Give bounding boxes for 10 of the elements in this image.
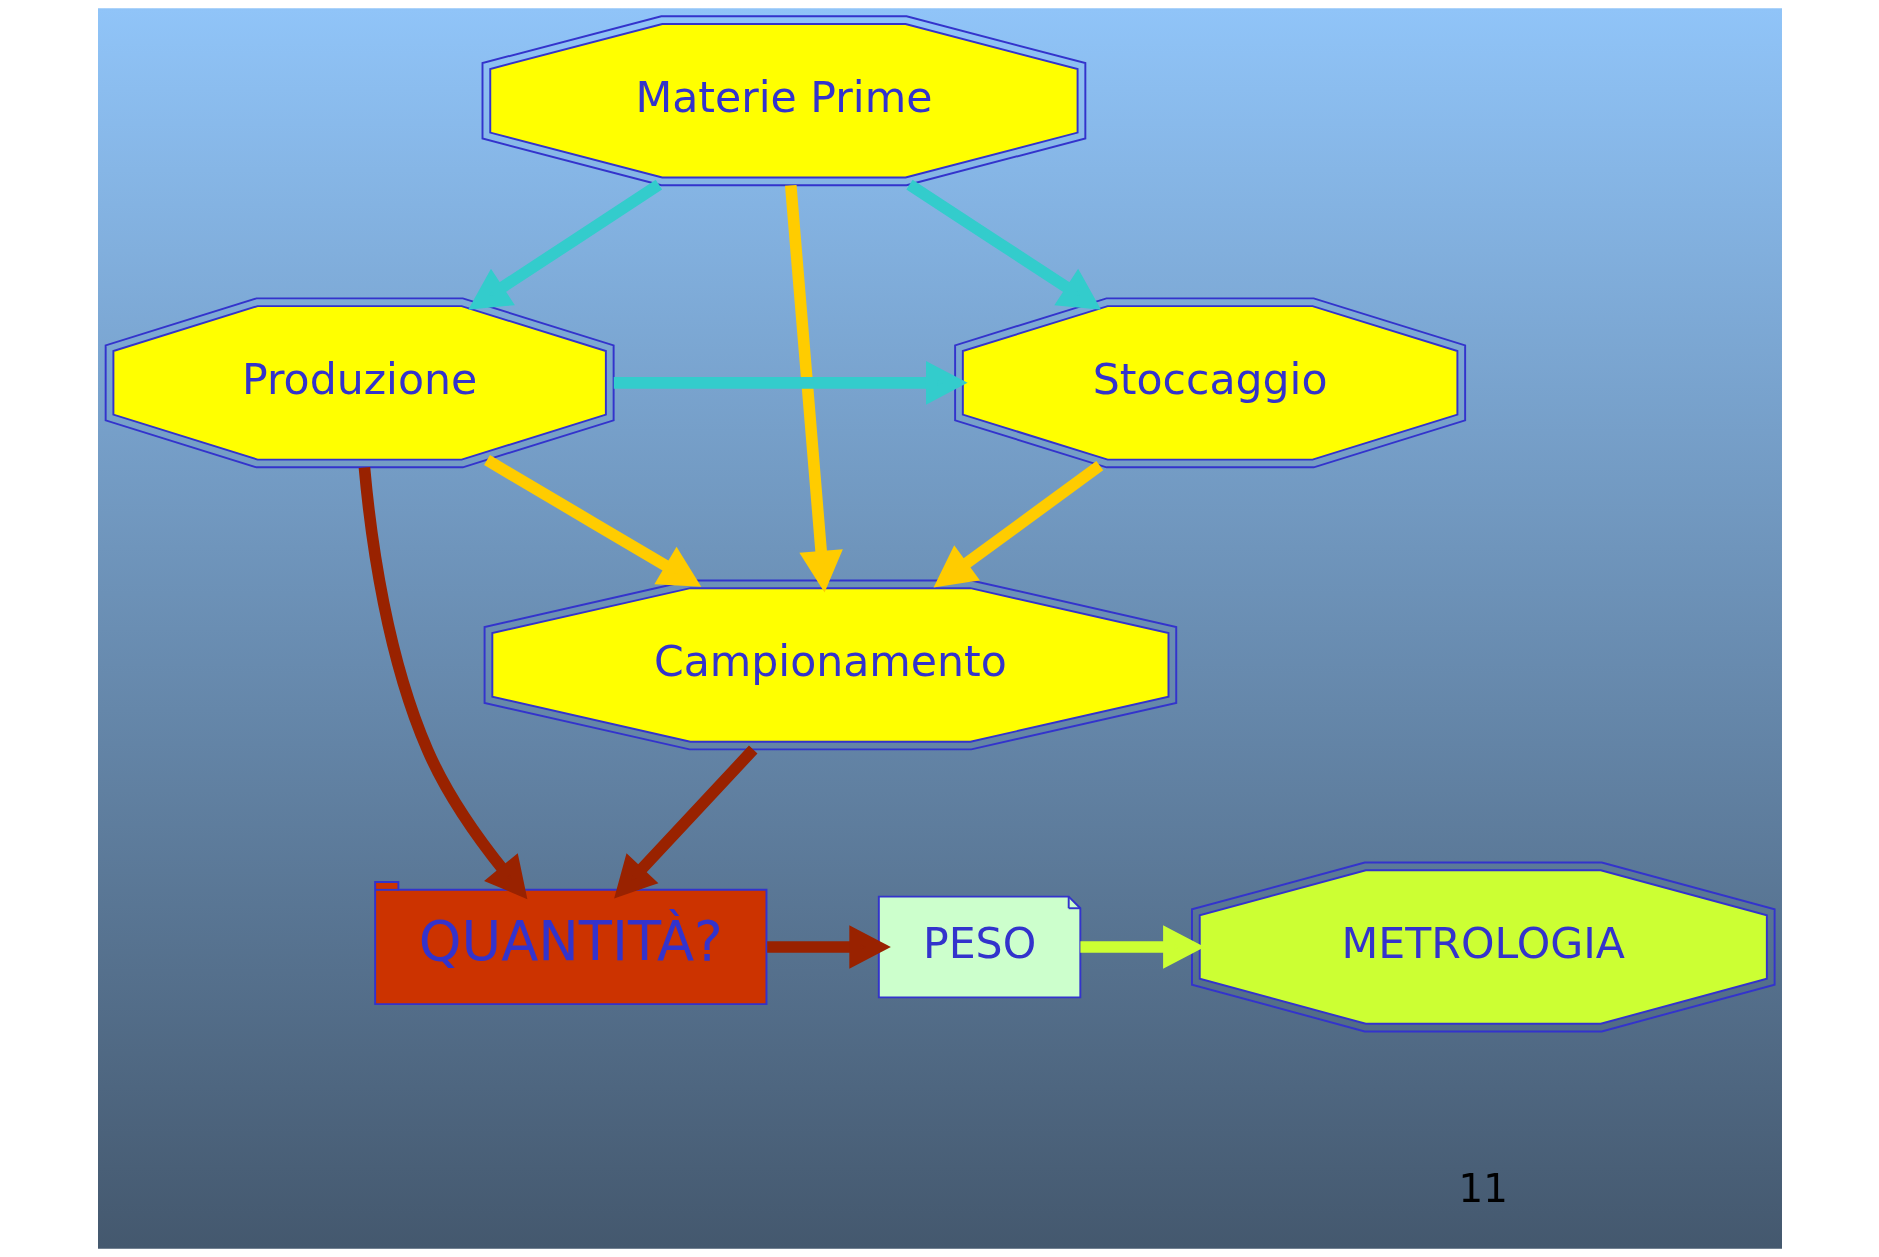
arrow [784,184,843,593]
arrow [467,179,662,310]
arrow [613,745,757,899]
arrow [358,467,527,900]
arrow [933,460,1103,588]
label: 11 [1458,1166,1508,1212]
arrow [483,455,701,587]
arrow [613,361,968,405]
arrow [905,179,1101,310]
arrow [766,925,891,969]
